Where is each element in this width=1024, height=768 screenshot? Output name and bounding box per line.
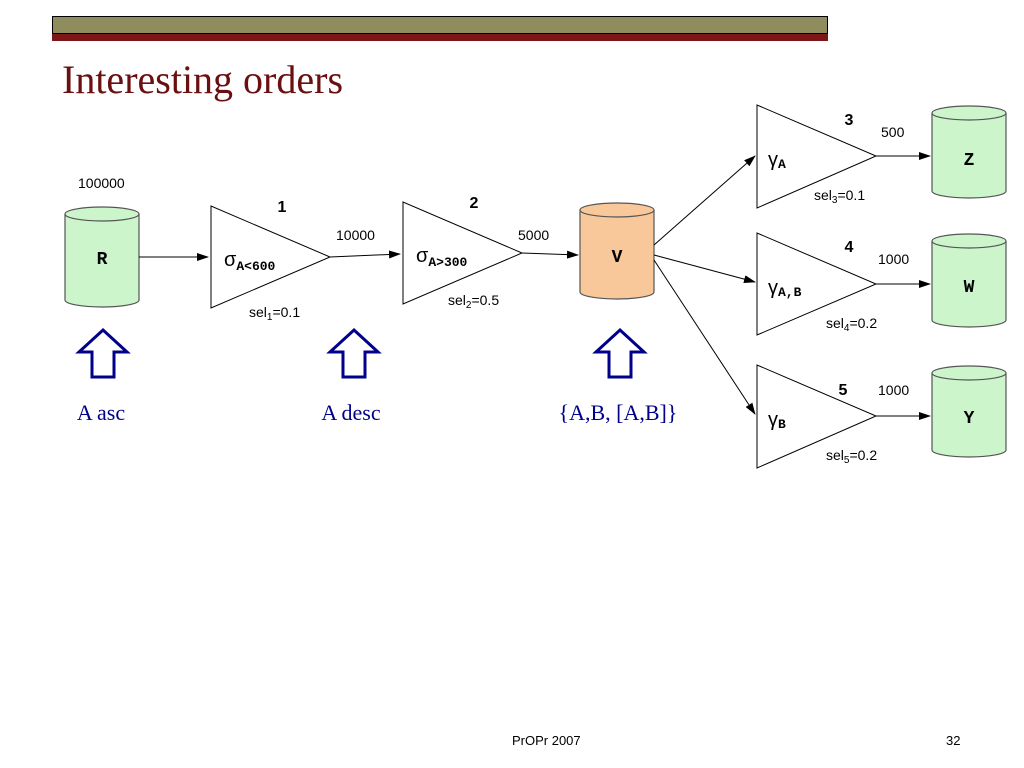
page-number: 32 bbox=[946, 733, 961, 748]
operator-5-number: 5 bbox=[839, 382, 848, 399]
relation-r-cardinality: 100000 bbox=[78, 175, 125, 191]
edge-v-op5 bbox=[653, 259, 756, 415]
sel-value: =0.5 bbox=[471, 292, 499, 308]
relation-v-label: V bbox=[612, 248, 623, 268]
operator-3-expression: γA bbox=[768, 149, 786, 172]
sel-label: sel bbox=[448, 292, 466, 308]
operator-2-number: 2 bbox=[470, 195, 479, 212]
order-label-r: A asc bbox=[77, 400, 126, 425]
relation-w-label: W bbox=[964, 278, 975, 298]
relation-z: Z bbox=[931, 105, 1007, 199]
edge-v-op4 bbox=[653, 254, 756, 284]
sel-value: =0.2 bbox=[849, 447, 877, 463]
operator-5-symbol: γ bbox=[768, 409, 778, 431]
relation-y-label: Y bbox=[964, 409, 975, 429]
operator-5: 5 γB sel5=0.2 bbox=[756, 364, 877, 469]
operator-2-predicate: A>300 bbox=[428, 255, 467, 270]
operator-4-selectivity: sel4=0.2 bbox=[826, 315, 877, 334]
operator-4-expression: γA,B bbox=[768, 277, 802, 300]
operator-3-number: 3 bbox=[845, 112, 854, 129]
edge-op1-op2 bbox=[329, 250, 401, 259]
order-label-op1: A desc bbox=[321, 400, 381, 425]
edge-op3-z-cardinality: 500 bbox=[881, 124, 905, 140]
relation-w: W bbox=[931, 233, 1007, 328]
sel-label: sel bbox=[826, 447, 844, 463]
operator-2-expression: σA>300 bbox=[416, 245, 468, 270]
operator-1-selectivity: sel1=0.1 bbox=[249, 304, 300, 323]
operator-2-symbol: σ bbox=[416, 245, 429, 267]
sel-subscript: 5 bbox=[844, 455, 850, 466]
operator-3-symbol: γ bbox=[768, 149, 778, 171]
operator-5-selectivity: sel5=0.2 bbox=[826, 447, 877, 466]
operator-2: 2 σA>300 sel2=0.5 bbox=[402, 195, 524, 311]
edge-op2-v-cardinality: 5000 bbox=[518, 227, 549, 243]
sel-label: sel bbox=[249, 304, 267, 320]
operator-3-group-key: A bbox=[778, 157, 786, 172]
operator-4-group-key: A,B bbox=[778, 285, 802, 300]
up-arrow-icon bbox=[326, 327, 382, 379]
sel-value: =0.1 bbox=[837, 187, 865, 203]
operator-5-group-key: B bbox=[778, 417, 786, 432]
operator-4: 4 γA,B sel4=0.2 bbox=[756, 232, 877, 336]
operator-3: 3 γA sel3=0.1 bbox=[756, 104, 878, 209]
relation-z-label: Z bbox=[964, 151, 975, 171]
sel-subscript: 4 bbox=[844, 323, 850, 334]
edge-v-op3 bbox=[653, 155, 756, 246]
top-bar bbox=[52, 16, 828, 34]
sel-label: sel bbox=[814, 187, 832, 203]
slide-title: Interesting orders bbox=[62, 57, 344, 102]
edge-op5-y-cardinality: 1000 bbox=[878, 382, 909, 398]
relation-r: R bbox=[64, 206, 140, 308]
sel-subscript: 1 bbox=[267, 312, 273, 323]
relation-y: Y bbox=[931, 365, 1007, 458]
sel-value: =0.2 bbox=[849, 315, 877, 331]
edge-op2-v bbox=[521, 250, 579, 259]
relation-v: V bbox=[579, 202, 655, 300]
operator-2-selectivity: sel2=0.5 bbox=[448, 292, 499, 311]
operator-1-predicate: A<600 bbox=[236, 259, 275, 274]
sel-subscript: 3 bbox=[832, 195, 838, 206]
operator-3-selectivity: sel3=0.1 bbox=[814, 187, 865, 206]
operator-5-expression: γB bbox=[768, 409, 786, 432]
up-arrow-icon bbox=[592, 327, 648, 379]
sel-label: sel bbox=[826, 315, 844, 331]
operator-1-symbol: σ bbox=[224, 249, 237, 271]
operator-1-expression: σA<600 bbox=[224, 249, 276, 274]
operator-1-number: 1 bbox=[278, 199, 287, 216]
operator-1: 1 σA<600 sel1=0.1 bbox=[210, 199, 332, 323]
operator-4-number: 4 bbox=[845, 239, 854, 256]
up-arrow-icon bbox=[75, 327, 131, 379]
sel-subscript: 2 bbox=[466, 300, 472, 311]
relation-r-label: R bbox=[97, 250, 108, 270]
sel-value: =0.1 bbox=[272, 304, 300, 320]
footer-title: PrOPr 2007 bbox=[512, 733, 581, 748]
edge-op4-w-cardinality: 1000 bbox=[878, 251, 909, 267]
top-bar-accent bbox=[52, 34, 828, 41]
edge-op1-op2-cardinality: 10000 bbox=[336, 227, 375, 243]
operator-4-symbol: γ bbox=[768, 277, 778, 299]
order-label-v: {A,B, [A,B]} bbox=[559, 400, 678, 425]
